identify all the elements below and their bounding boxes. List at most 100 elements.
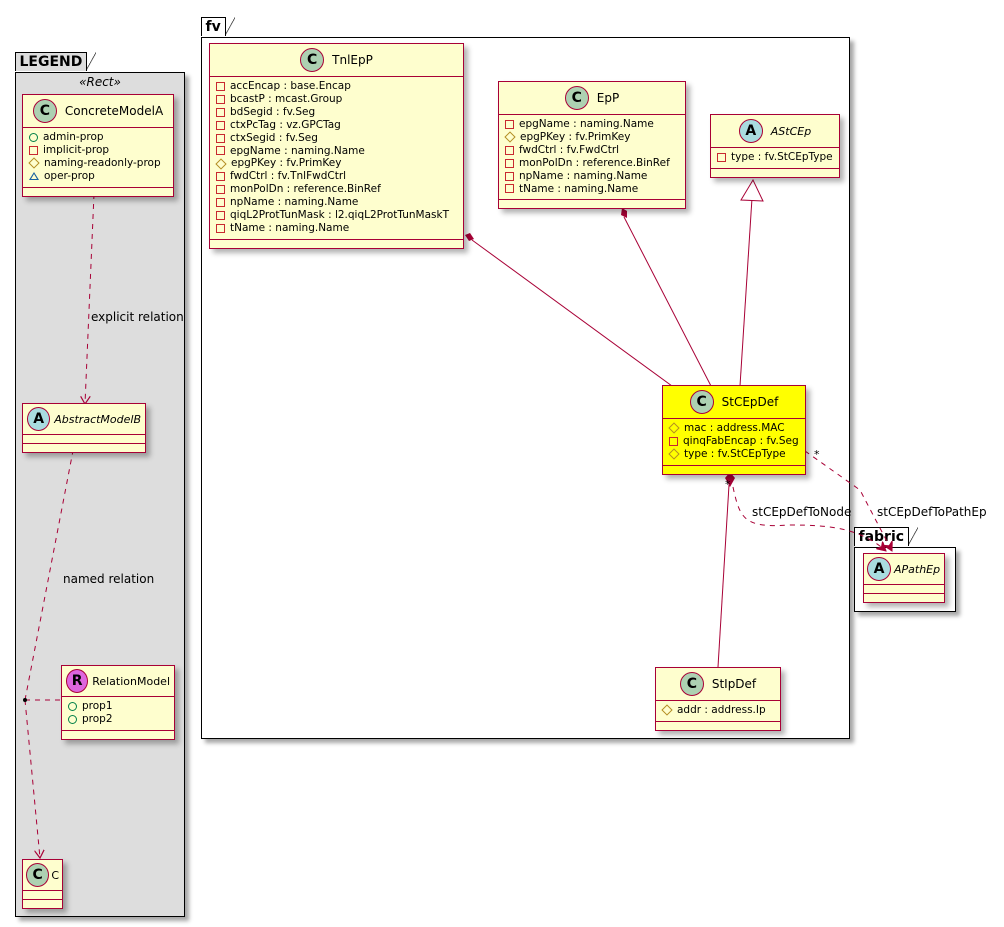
class-astcep[interactable]: A AStCEp type : fv.StCEpType: [710, 114, 840, 178]
attributes: addr : address.Ip: [656, 700, 780, 721]
attribute-text: epgName : naming.Name: [519, 118, 654, 130]
attribute-row: epgPKey : fv.PrimKey: [504, 130, 679, 144]
class-stipdef[interactable]: C StIpDef addr : address.Ip: [655, 667, 781, 731]
attribute-text: fwdCtrl : fv.FwdCtrl: [519, 143, 620, 156]
legend-package-name: LEGEND: [19, 54, 83, 70]
private-visibility-icon: [505, 119, 514, 129]
attribute-text: npName : naming.Name: [519, 169, 648, 182]
protected-visibility-icon: [215, 158, 227, 170]
relation-r-icon: R: [66, 669, 89, 693]
attribute-text: qiqL2ProtTunMask : l2.qiqL2ProtTunMaskT: [230, 209, 450, 222]
class-abstract-model-b[interactable]: A AbstractModelB: [22, 403, 146, 453]
attribute-row: type : fv.StCEpType: [668, 448, 799, 461]
legend-package-tab: LEGEND: [14, 51, 97, 71]
attribute-text: ctxSegid : fv.Seg: [230, 131, 318, 144]
private-visibility-icon: [29, 145, 38, 155]
protected-visibility-icon: [661, 704, 673, 717]
attribute-row: naming-readonly-prop: [28, 156, 167, 170]
to-pathep-label: stCEpDefToPathEp: [877, 505, 987, 519]
attribute-row: admin-prop: [29, 131, 167, 144]
attribute-row: fwdCtrl : fv.TnlFwdCtrl: [216, 170, 457, 183]
multiplicity-star-node: *: [725, 478, 731, 491]
attribute-text: epgPKey : fv.PrimKey: [231, 157, 342, 170]
attribute-text: epgName : naming.Name: [230, 144, 365, 157]
abstract-a-icon: A: [867, 557, 891, 581]
attribute-row: epgName : naming.Name: [505, 118, 679, 131]
methods-section: [663, 464, 805, 474]
methods-section: [711, 167, 839, 177]
class-c-icon: C: [26, 863, 50, 887]
attribute-text: ctxPcTag : vz.GPCTag: [230, 118, 341, 131]
private-visibility-icon: [216, 198, 225, 208]
attribute-text: epgPKey : fv.PrimKey: [520, 130, 631, 143]
multiplicity-star-pathep: *: [814, 448, 820, 461]
private-visibility-icon: [216, 94, 225, 104]
package-visibility-icon: [29, 172, 39, 181]
attribute-text: mac : address.MAC: [684, 422, 785, 434]
private-visibility-icon: [669, 436, 678, 446]
class-apathep[interactable]: A APathEp: [863, 553, 945, 603]
class-epp[interactable]: C EpP epgName : naming.Name epgPKey : fv…: [498, 81, 686, 210]
abstract-a-icon: A: [27, 407, 51, 431]
class-header: C TnlEpP: [210, 44, 463, 76]
attribute-text: bdSegid : fv.Seg: [230, 105, 316, 118]
named-relation-line-b: [24, 699, 40, 858]
attribute-text: prop2: [82, 712, 113, 725]
methods-section: [864, 593, 944, 602]
attribute-row: prop2: [68, 713, 168, 726]
class-name: EpP: [596, 91, 620, 105]
private-visibility-icon: [505, 158, 514, 168]
stipdef-composition-diamond: [725, 472, 735, 487]
private-visibility-icon: [216, 133, 225, 143]
attributes: admin-prop implicit-prop naming-readonly…: [23, 127, 173, 187]
class-tnlepp[interactable]: C TnlEpP accEncap : base.Encap bcastP : …: [209, 43, 464, 249]
attribute-row: implicit-prop: [29, 144, 167, 157]
named-relation-line-a: [24, 429, 78, 701]
class-name: C: [51, 868, 59, 882]
stipdef-composition-line: [717, 484, 730, 668]
class-c[interactable]: C C: [22, 859, 63, 909]
explicit-relation-label: explicit relation: [91, 310, 184, 324]
attribute-row: npName : naming.Name: [216, 196, 457, 209]
methods-section: [23, 899, 62, 908]
to-pathep-line: [804, 450, 892, 551]
attribute-row: oper-prop: [29, 170, 167, 183]
private-visibility-icon: [505, 171, 514, 181]
to-node-label: stCEpDefToNode: [752, 505, 852, 519]
protected-visibility-icon: [28, 157, 40, 169]
public-visibility-icon: [68, 714, 77, 724]
public-visibility-icon: [29, 132, 38, 142]
class-name: AbstractModelB: [54, 412, 141, 426]
attribute-text: tName : naming.Name: [230, 221, 350, 234]
private-visibility-icon: [505, 184, 514, 194]
class-header: C C: [23, 860, 62, 890]
class-stcepdef[interactable]: C StCEpDef mac : address.MAC qinqFabEnca…: [662, 385, 806, 475]
attribute-row: monPolDn : reference.BinRef: [505, 157, 679, 170]
attribute-text: type : fv.StCEpType: [731, 151, 833, 163]
attribute-row: qiqL2ProtTunMask : l2.qiqL2ProtTunMaskT: [216, 209, 457, 222]
private-visibility-icon: [216, 211, 225, 221]
attribute-text: accEncap : base.Encap: [230, 80, 351, 92]
attribute-row: fwdCtrl : fv.FwdCtrl: [505, 144, 679, 157]
class-relation-model[interactable]: R RelationModel prop1 prop2: [61, 665, 175, 740]
attributes: mac : address.MAC qinqFabEncap : fv.Seg …: [663, 418, 805, 465]
class-c-icon: C: [300, 48, 325, 72]
attribute-text: fwdCtrl : fv.TnlFwdCtrl: [230, 170, 347, 183]
attribute-row: prop1: [68, 700, 168, 713]
methods-section: [499, 199, 685, 208]
class-concrete-model-a[interactable]: C ConcreteModelA admin-prop implicit-pro…: [22, 94, 174, 197]
attribute-text: naming-readonly-prop: [44, 156, 161, 169]
attribute-row: tName : naming.Name: [216, 222, 457, 235]
private-visibility-icon: [216, 172, 225, 182]
class-header: R RelationModel: [62, 666, 174, 696]
protected-visibility-icon: [668, 448, 680, 460]
abstract-a-icon: A: [738, 119, 763, 143]
methods-section: [62, 729, 174, 739]
attribute-text: qinqFabEncap : fv.Seg: [683, 434, 799, 447]
class-name: ConcreteModelA: [64, 104, 164, 118]
tnlepp-composition-line: [471, 239, 673, 387]
attributes: accEncap : base.Encap bcastP : mcast.Gro…: [210, 76, 463, 239]
methods-section: [23, 186, 173, 196]
class-c-icon: C: [32, 99, 57, 123]
